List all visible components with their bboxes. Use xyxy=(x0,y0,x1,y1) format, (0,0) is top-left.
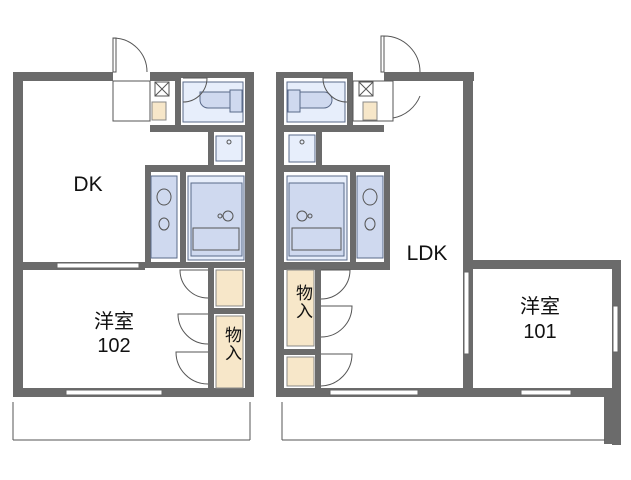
wall xyxy=(284,262,390,270)
door-swing xyxy=(392,82,421,119)
genkan xyxy=(112,80,151,122)
wall xyxy=(284,349,321,355)
wall xyxy=(347,72,353,132)
room-number-102: 102 xyxy=(97,335,131,357)
wall xyxy=(384,72,474,81)
window xyxy=(463,271,470,355)
wall xyxy=(604,392,620,444)
toilet-icon xyxy=(299,91,333,109)
unit-101 xyxy=(276,35,621,445)
storage-closet xyxy=(215,315,244,389)
toilet-door-swing xyxy=(182,77,208,103)
storage-closet xyxy=(286,269,315,347)
wall xyxy=(276,72,284,397)
bathtub-icon xyxy=(288,182,345,257)
wall xyxy=(208,125,214,165)
wall xyxy=(463,72,473,397)
storage-label: 物入 xyxy=(292,284,312,320)
shoe-box xyxy=(151,101,167,121)
door-swing xyxy=(175,351,209,385)
wall xyxy=(13,72,113,81)
wall xyxy=(384,165,390,270)
wall xyxy=(180,72,254,78)
washstand-icon xyxy=(150,175,178,259)
room-label-western: 洋室 xyxy=(94,311,134,333)
wall xyxy=(208,268,214,388)
bathtub-icon xyxy=(190,182,243,257)
room-label-dk: DK xyxy=(73,173,103,196)
entry-door xyxy=(380,35,385,73)
toilet-tank-icon xyxy=(287,89,301,113)
shoe-box xyxy=(362,101,378,121)
room-label-western: 洋室 xyxy=(520,296,560,318)
window xyxy=(329,389,419,396)
wall xyxy=(13,72,23,397)
meter-box xyxy=(154,81,170,97)
window xyxy=(520,389,572,396)
wall xyxy=(350,172,356,265)
wall xyxy=(284,125,384,132)
wall xyxy=(145,165,151,265)
wall xyxy=(284,165,384,172)
storage-closet xyxy=(215,269,244,307)
door-swing xyxy=(177,313,209,345)
wall xyxy=(315,268,321,388)
wall xyxy=(150,125,245,132)
door-swing xyxy=(179,269,209,299)
unit-102 xyxy=(12,37,254,441)
wall xyxy=(150,72,180,81)
room-label-ldk: LDK xyxy=(406,242,448,265)
storage-closet xyxy=(286,356,315,387)
window xyxy=(612,305,619,353)
entry-door xyxy=(112,37,117,73)
window xyxy=(65,389,163,396)
wall xyxy=(276,72,348,78)
door-swing xyxy=(320,269,351,300)
door-swing xyxy=(320,305,353,338)
door-swing xyxy=(320,353,353,387)
wall xyxy=(208,308,245,314)
window xyxy=(56,262,140,269)
wall xyxy=(245,72,254,397)
toilet-tank-icon xyxy=(229,89,243,113)
wall xyxy=(463,260,621,269)
washbasin-icon xyxy=(288,134,316,163)
wall xyxy=(145,165,245,172)
entry-door-swing xyxy=(112,37,148,73)
washstand-icon xyxy=(356,175,384,259)
room-number-101: 101 xyxy=(523,321,557,343)
toilet-door-swing xyxy=(322,77,348,103)
wall xyxy=(180,172,186,265)
meter-box xyxy=(358,81,374,97)
wall xyxy=(175,72,181,132)
storage-label: 物入 xyxy=(221,326,241,362)
wall xyxy=(145,262,245,268)
wall xyxy=(316,125,322,165)
entry-door-swing xyxy=(383,35,421,73)
